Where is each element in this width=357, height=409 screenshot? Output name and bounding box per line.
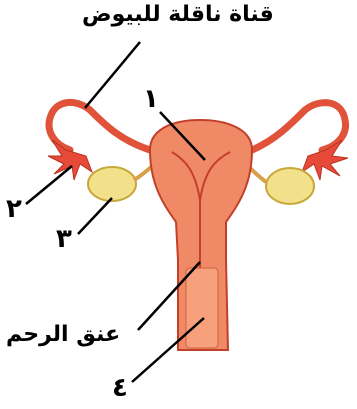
right-ovary bbox=[266, 168, 314, 204]
cervix-label: عنق الرحم bbox=[6, 322, 120, 347]
label-1: ١ bbox=[143, 84, 159, 114]
label-2: ٢ bbox=[6, 194, 22, 224]
label-4: ٤ bbox=[112, 373, 128, 403]
label-3: ٣ bbox=[56, 224, 72, 254]
left-ovary bbox=[88, 167, 136, 201]
left-ligament bbox=[134, 166, 152, 180]
pointer-title bbox=[85, 42, 140, 108]
pointer-2 bbox=[26, 166, 72, 204]
vaginal-wall bbox=[186, 268, 218, 348]
left-fallopian-tube bbox=[49, 102, 150, 150]
left-fimbriae bbox=[48, 140, 92, 180]
pointer-3 bbox=[78, 198, 112, 234]
fallopian-tube-label: قناة ناقلة للبيوض bbox=[82, 2, 274, 27]
right-fallopian-tube bbox=[252, 103, 346, 150]
